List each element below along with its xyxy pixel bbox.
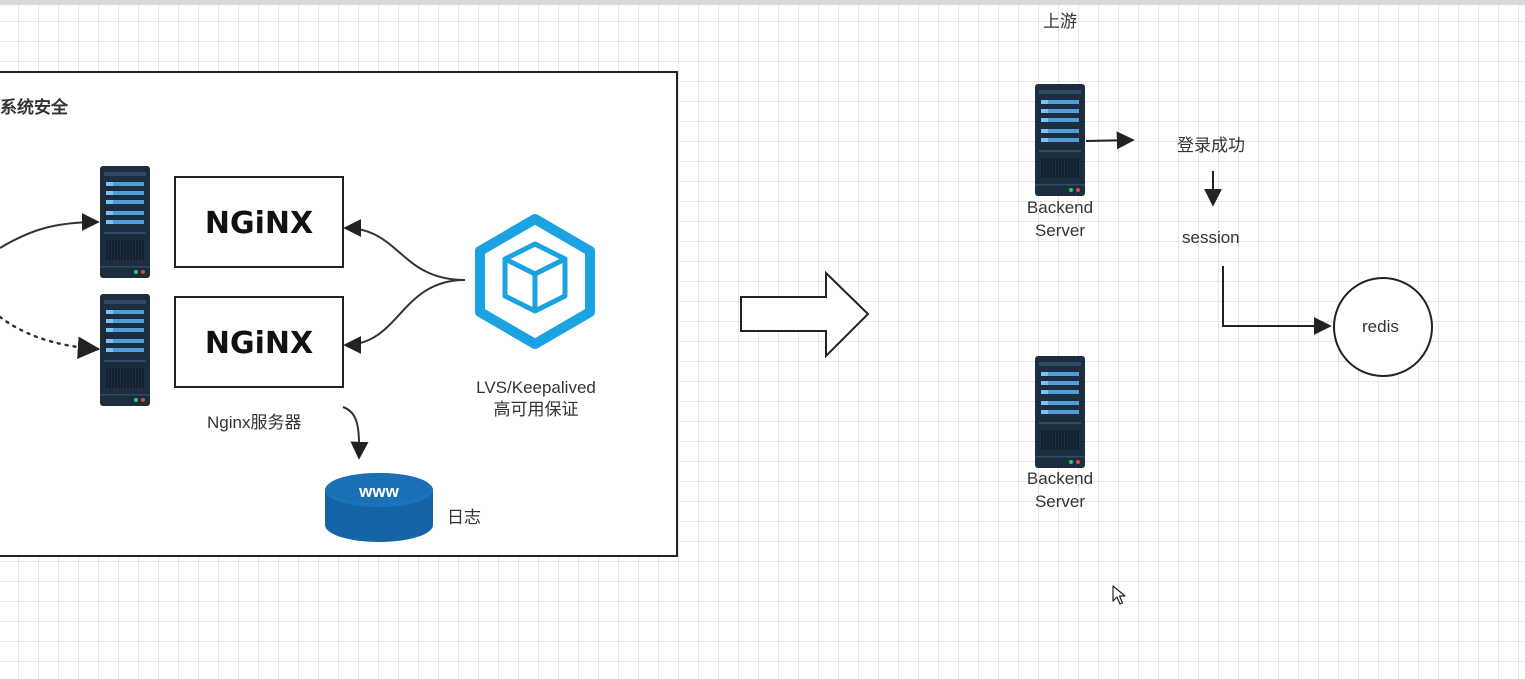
redis-label: redis bbox=[1362, 317, 1399, 336]
client-arrow bbox=[0, 213, 100, 249]
nginx-logo: NGiNX bbox=[205, 206, 313, 241]
database-label: www bbox=[358, 482, 399, 501]
log-label: 日志 bbox=[447, 508, 481, 527]
mouse-cursor-icon bbox=[1112, 585, 1126, 605]
nginx-server-label: Nginx服务器 bbox=[207, 413, 302, 432]
server-icon bbox=[1034, 83, 1086, 197]
cube-icon bbox=[475, 214, 595, 349]
nginx-box bbox=[174, 296, 344, 388]
login-success-label: 登录成功 bbox=[1177, 136, 1245, 155]
flow-arrow bbox=[1222, 266, 1332, 335]
redis-node bbox=[1333, 277, 1433, 377]
database-icon bbox=[325, 473, 433, 542]
lvs-arrow bbox=[343, 219, 466, 281]
lvs-label-line1: LVS/Keepalived bbox=[476, 378, 596, 397]
nginx-box bbox=[174, 176, 344, 268]
server-icon bbox=[1034, 355, 1086, 469]
nginx-logo: NGiNX bbox=[205, 326, 313, 361]
lvs-label: LVS/Keepalived 高可用保证 bbox=[460, 377, 612, 421]
server-icon bbox=[99, 293, 151, 407]
transition-arrow bbox=[740, 270, 870, 359]
lvs-label-line2: 高可用保证 bbox=[493, 400, 579, 419]
session-label: session bbox=[1182, 228, 1240, 247]
canvas-top-border bbox=[0, 0, 1525, 5]
panel-title: 系统安全 bbox=[0, 98, 68, 117]
upstream-label: 上游 bbox=[1043, 12, 1077, 31]
flow-arrow bbox=[1085, 131, 1135, 150]
server-icon bbox=[99, 165, 151, 279]
log-arrow bbox=[342, 406, 369, 460]
client-arrow-dotted bbox=[0, 315, 101, 359]
backend-server-label: Backend Server bbox=[1026, 198, 1094, 240]
lvs-arrow bbox=[343, 279, 466, 354]
backend-server-label: Backend Server bbox=[1026, 469, 1094, 511]
